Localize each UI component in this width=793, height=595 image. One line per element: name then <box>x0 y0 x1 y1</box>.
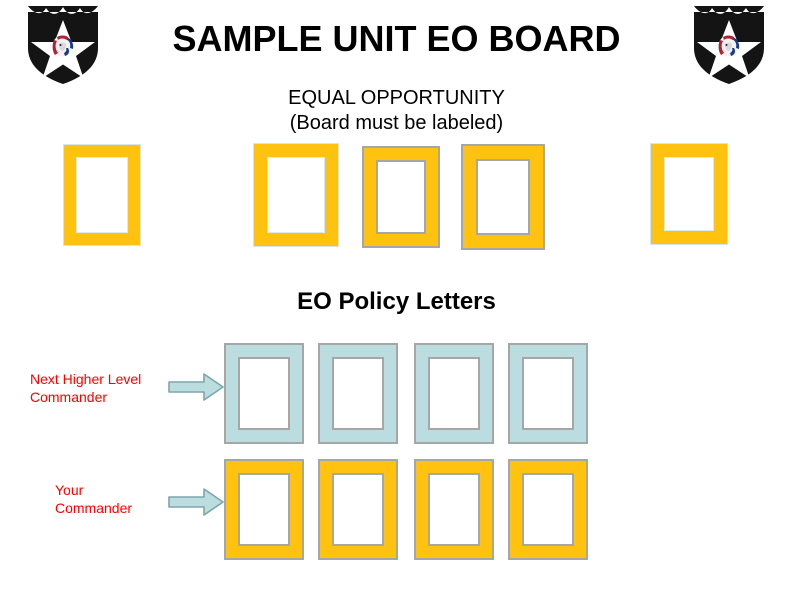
frame-mat <box>376 160 426 234</box>
label-line-2: Commander <box>30 389 108 405</box>
arrow-icon-next-higher-level <box>168 372 224 402</box>
arrow-icon-your-commander <box>168 487 224 517</box>
frame-mat <box>76 157 128 233</box>
subtitle-line-2: (Board must be labeled) <box>289 112 504 134</box>
insignia-right <box>690 4 768 86</box>
picture-frame <box>224 459 304 560</box>
subtitle-block: EQUAL OPPORTUNITY (Board must be labeled… <box>0 86 793 136</box>
frame-mat <box>476 159 530 235</box>
frame-mat <box>332 473 384 546</box>
picture-frame <box>508 343 588 444</box>
label-line-1: Your <box>55 482 84 498</box>
frame-mat <box>238 357 290 430</box>
picture-frame <box>414 459 494 560</box>
picture-frame <box>362 146 440 248</box>
picture-frame <box>63 144 141 246</box>
label-your-commander: Your Commander <box>55 481 132 517</box>
frame-mat <box>428 357 480 430</box>
insignia-left <box>24 4 102 86</box>
label-next-higher-level-commander: Next Higher Level Commander <box>30 370 141 406</box>
frame-mat <box>332 357 384 430</box>
picture-frame <box>318 343 398 444</box>
picture-frame <box>318 459 398 560</box>
subtitle-line-1: EQUAL OPPORTUNITY <box>288 87 505 109</box>
picture-frame <box>253 143 339 247</box>
label-line-2: Commander <box>55 500 133 516</box>
frame-mat <box>522 473 574 546</box>
picture-frame <box>508 459 588 560</box>
frame-mat <box>267 157 325 233</box>
frame-mat <box>238 473 290 546</box>
label-line-1: Next Higher Level <box>30 371 142 387</box>
frame-mat <box>428 473 480 546</box>
section-heading-policy-letters: EO Policy Letters <box>297 288 496 315</box>
picture-frame <box>224 343 304 444</box>
page-title: SAMPLE UNIT EO BOARD <box>172 18 621 59</box>
frame-mat <box>664 157 714 231</box>
picture-frame <box>461 144 545 250</box>
picture-frame <box>650 143 728 245</box>
picture-frame <box>414 343 494 444</box>
frame-mat <box>522 357 574 430</box>
